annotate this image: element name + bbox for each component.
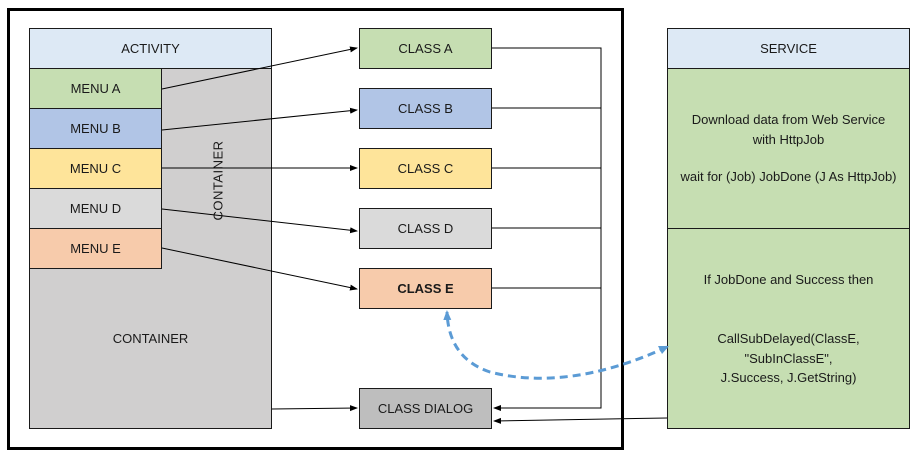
service-callback-section: If JobDone and Success then CallSubDelay… [667, 228, 910, 429]
class-b: CLASS B [359, 88, 492, 129]
class-c-label: CLASS C [397, 161, 454, 176]
service-text-line: wait for (Job) JobDone (J As HttpJob) [680, 169, 897, 185]
menu-d-label: MENU D [69, 201, 122, 216]
menu-a[interactable]: MENU A [29, 68, 162, 109]
class-e: CLASS E [359, 268, 492, 309]
activity-frame [7, 8, 624, 450]
class-dialog: CLASS DIALOG [359, 388, 492, 429]
menu-b[interactable]: MENU B [29, 108, 162, 149]
class-d: CLASS D [359, 208, 492, 249]
class-a-label: CLASS A [398, 41, 453, 56]
service-text-line: CallSubDelayed(ClassE, "SubInClassE", [717, 331, 860, 366]
container-label-text: CONTAINER [112, 330, 189, 346]
service-text-line: J.Success, J.GetString) [720, 370, 857, 385]
class-b-label: CLASS B [398, 101, 453, 116]
class-c: CLASS C [359, 148, 492, 189]
class-dialog-label: CLASS DIALOG [377, 401, 474, 416]
activity-header: ACTIVITY [29, 28, 272, 69]
service-download-section: Download data from Web Service with Http… [667, 68, 910, 229]
service-header: SERVICE [667, 28, 910, 69]
service-title: SERVICE [760, 41, 817, 56]
service-text-line: with HttpJob [752, 131, 825, 147]
container-vertical-label: CONTAINER [200, 140, 236, 220]
class-d-label: CLASS D [397, 221, 454, 236]
activity-title: ACTIVITY [121, 41, 180, 56]
menu-b-label: MENU B [70, 121, 121, 136]
class-e-label: CLASS E [397, 281, 454, 296]
menu-a-label: MENU A [70, 81, 121, 96]
menu-c[interactable]: MENU C [29, 148, 162, 189]
class-a: CLASS A [359, 28, 492, 69]
menu-e[interactable]: MENU E [29, 228, 162, 269]
service-text-line: Download data from Web Service [691, 112, 886, 128]
container-vertical-text: CONTAINER [210, 139, 226, 221]
menu-d[interactable]: MENU D [29, 188, 162, 229]
container-label: CONTAINER [29, 320, 272, 356]
menu-c-label: MENU C [69, 161, 122, 176]
service-text-line: If JobDone and Success then [703, 271, 874, 287]
menu-e-label: MENU E [70, 241, 121, 256]
